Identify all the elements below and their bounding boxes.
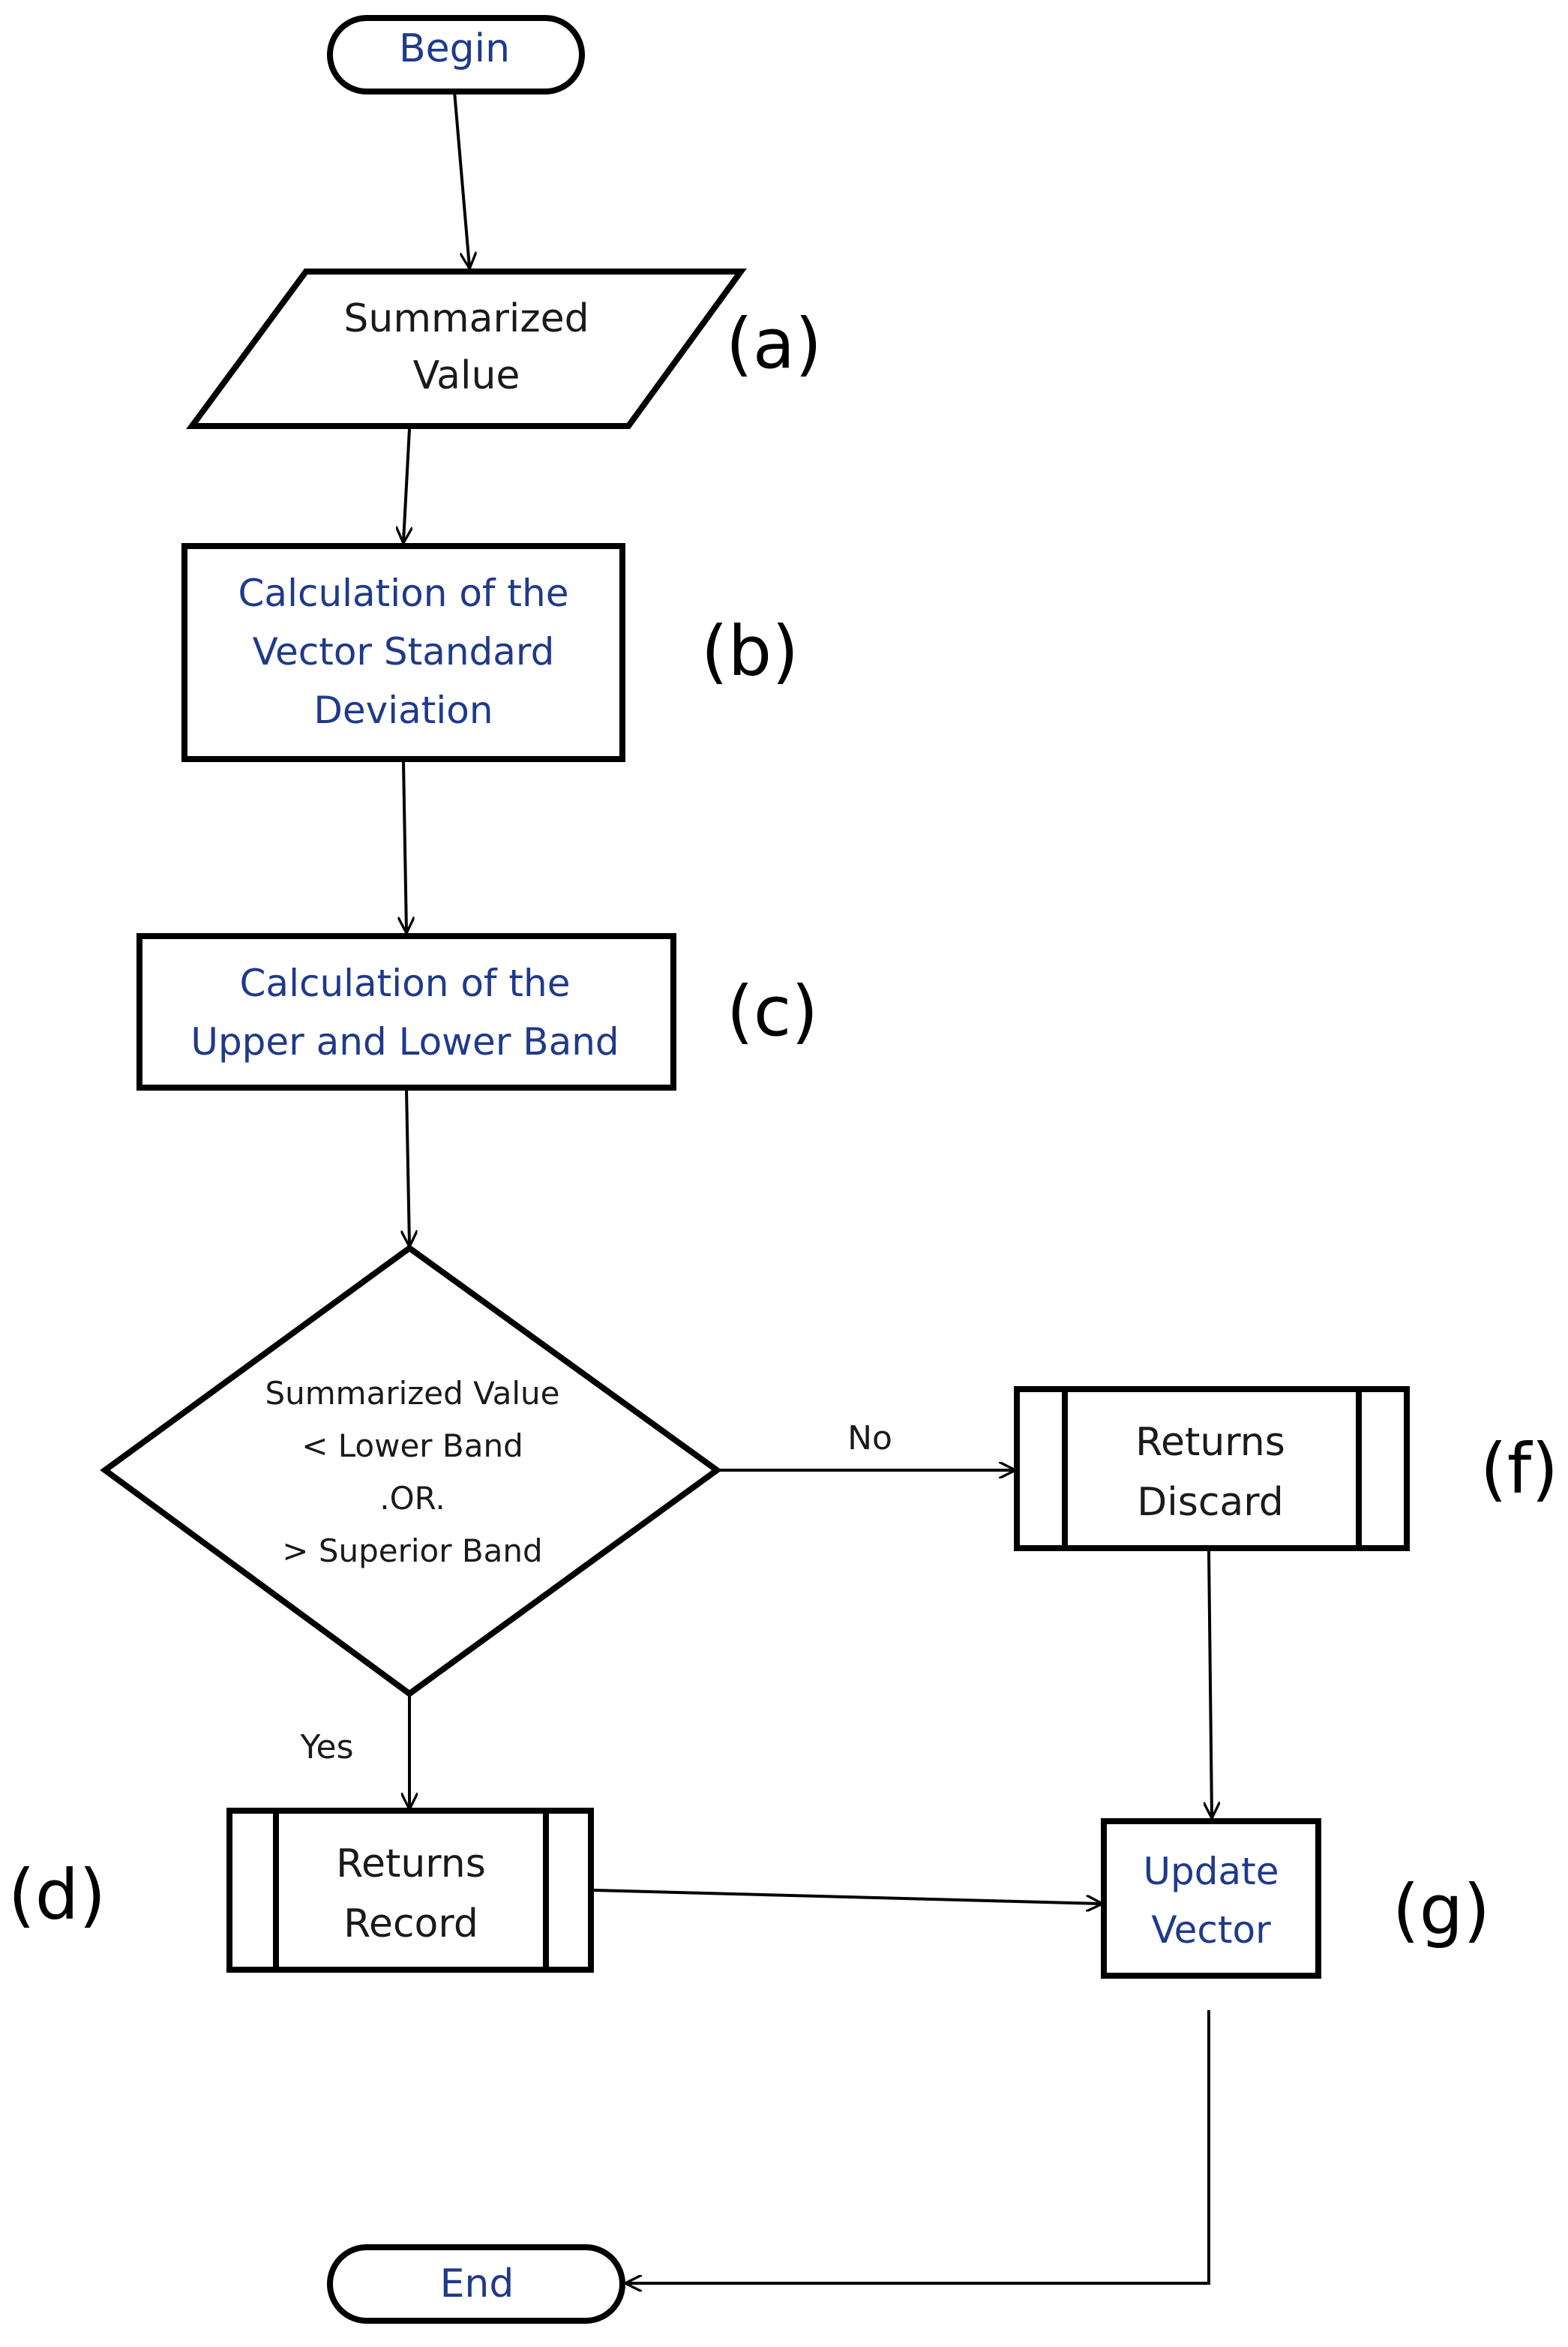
decision-line-4: > Superior Band bbox=[282, 1532, 542, 1569]
step-tag-b: (b) bbox=[701, 611, 799, 692]
connectors bbox=[403, 91, 1212, 2283]
input-line-1: Summarized bbox=[343, 296, 589, 341]
discard-line-2: Discard bbox=[1137, 1480, 1284, 1525]
end-terminator: End bbox=[327, 2244, 625, 2324]
stddev-line-1: Calculation of the bbox=[238, 572, 569, 615]
decision-line-1: Summarized Value bbox=[265, 1375, 559, 1412]
edge-update-to-end bbox=[627, 2010, 1210, 2283]
begin-label: Begin bbox=[399, 26, 510, 71]
edge-input-to-stddev bbox=[403, 428, 409, 542]
discard-line-1: Returns bbox=[1135, 1420, 1285, 1465]
update-line-2: Vector bbox=[1151, 1908, 1271, 1952]
returns-discard-subprocess: Returns Discard bbox=[1014, 1386, 1410, 1551]
update-line-1: Update bbox=[1143, 1850, 1279, 1893]
edge-stddev-to-bands bbox=[403, 761, 406, 932]
step-tag-a: (a) bbox=[726, 304, 822, 384]
step-tag-f: (f) bbox=[1480, 1429, 1558, 1509]
stddev-line-2: Vector Standard bbox=[253, 630, 555, 674]
returns-record-subprocess: Returns Record bbox=[226, 1808, 594, 1973]
input-line-2: Value bbox=[413, 353, 520, 398]
update-vector-process: Update Vector bbox=[1101, 1818, 1321, 1979]
step-tag-d: (d) bbox=[8, 1855, 106, 1935]
step-tag-g: (g) bbox=[1393, 1870, 1490, 1950]
record-line-2: Record bbox=[343, 1901, 478, 1946]
bands-process: Calculation of the Upper and Lower Band bbox=[136, 933, 676, 1091]
bands-line-2: Upper and Lower Band bbox=[190, 1020, 619, 1064]
edge-label-no: No bbox=[847, 1419, 892, 1457]
step-tag-c: (c) bbox=[727, 971, 818, 1052]
end-label: End bbox=[440, 2261, 514, 2306]
decision-line-3: .OR. bbox=[379, 1480, 445, 1517]
edge-discard-to-update bbox=[1209, 1550, 1212, 1817]
std-dev-process: Calculation of the Vector Standard Devia… bbox=[181, 543, 625, 762]
summarized-value-input: Summarized Value bbox=[186, 269, 747, 429]
decision-diamond: Summarized Value < Lower Band .OR. > Sup… bbox=[100, 1244, 722, 1697]
record-line-1: Returns bbox=[336, 1841, 486, 1886]
decision-line-2: < Lower Band bbox=[301, 1427, 523, 1464]
bands-line-1: Calculation of the bbox=[240, 962, 571, 1005]
stddev-line-3: Deviation bbox=[313, 689, 493, 732]
edge-record-to-update bbox=[593, 1889, 1101, 1904]
edge-label-yes: Yes bbox=[299, 1728, 353, 1766]
edge-begin-to-input bbox=[453, 91, 469, 267]
edge-bands-to-decision bbox=[406, 1088, 409, 1245]
begin-terminator: Begin bbox=[327, 15, 585, 95]
